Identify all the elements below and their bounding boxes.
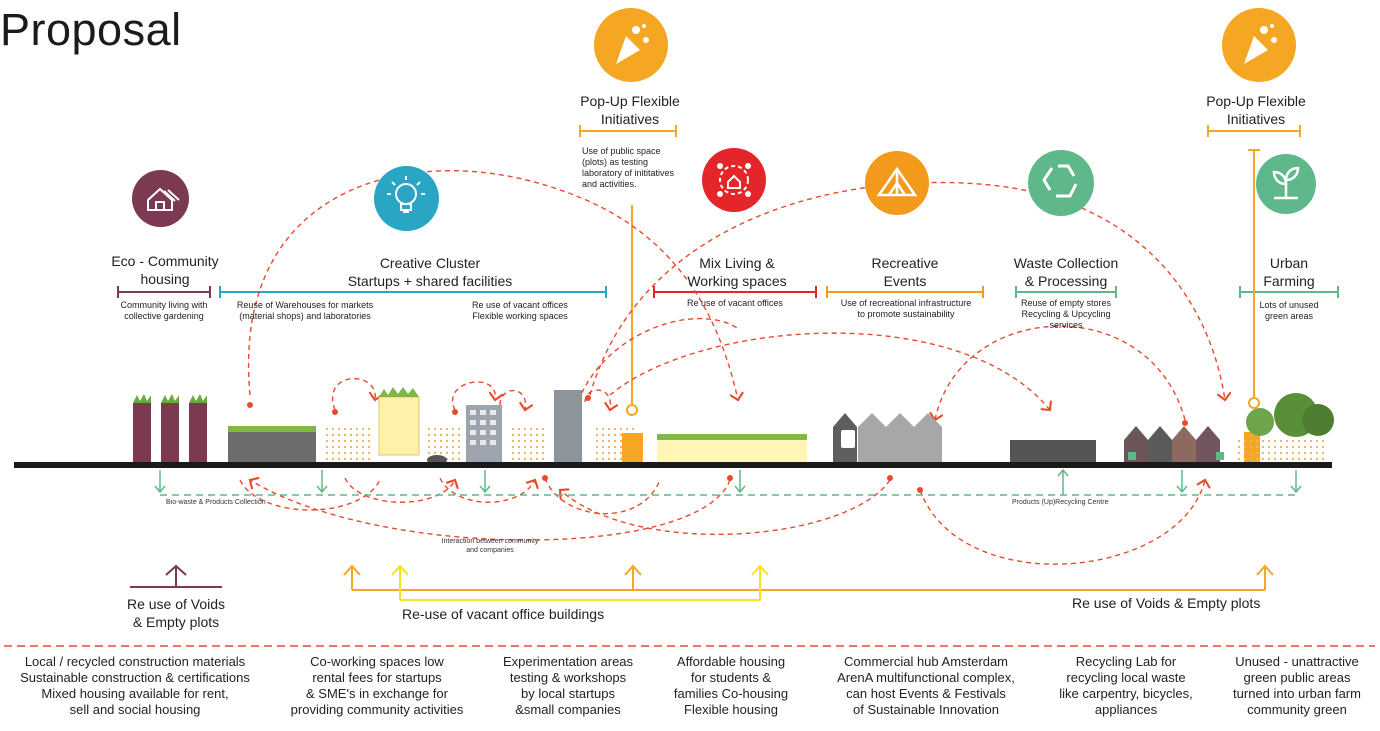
party-popper-icon-2 xyxy=(1222,8,1296,82)
community-network-icon xyxy=(702,148,766,212)
tent-icon xyxy=(865,151,929,215)
recycle-icon xyxy=(1028,150,1094,216)
office-buildings-label: Re-use of vacant office buildings xyxy=(402,606,605,622)
sprout-icon xyxy=(1256,154,1316,214)
recycling-centre-label: Products (Up)Recycling Centre xyxy=(1012,499,1109,506)
page-title: Proposal xyxy=(0,4,182,55)
buildings xyxy=(133,387,1334,465)
desc-creative-left: Reuse of Warehouses for markets(material… xyxy=(236,300,374,321)
voids-right-label: Re use of Voids & Empty plots xyxy=(1072,595,1261,611)
voids-left-label: Re use of Voids& Empty plots xyxy=(126,596,226,630)
desc-popup-1: Use of public space(plots) as testing la… xyxy=(582,146,675,189)
label-mix-living: Mix Living &Working spaces xyxy=(687,255,787,289)
category-brackets xyxy=(117,125,1339,298)
house-icon xyxy=(132,170,189,227)
party-popper-icon xyxy=(594,8,668,82)
lightbulb-icon xyxy=(374,166,439,231)
desc-mix-living: Re use of vacant offices xyxy=(687,298,783,308)
label-waste-collection: Waste Collection& Processing xyxy=(1013,255,1119,289)
bio-waste-label: Bio-waste & Products Collection xyxy=(166,499,266,506)
